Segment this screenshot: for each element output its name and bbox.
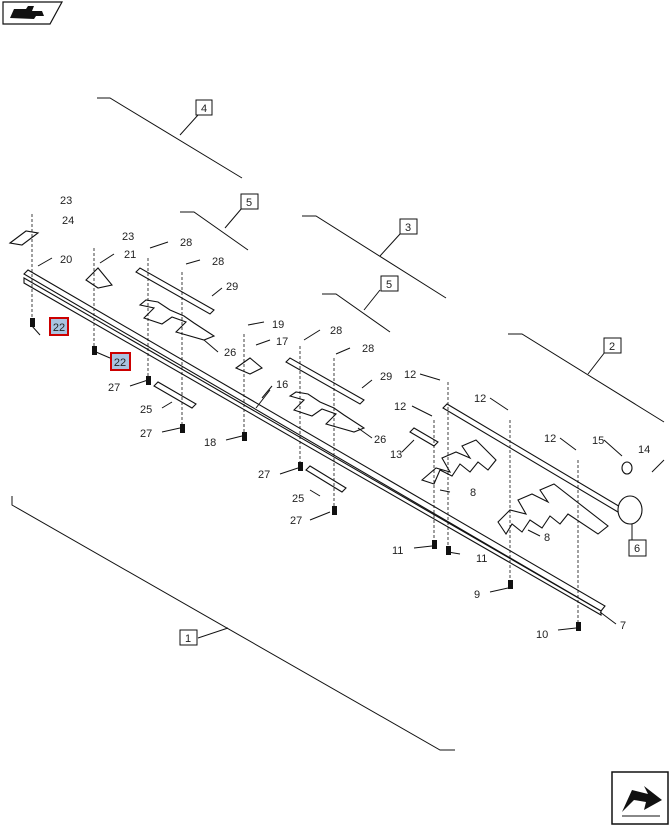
callout-10[interactable]: 10 (536, 629, 548, 641)
group-bracket-3: 3 (302, 215, 447, 299)
callout-4[interactable]: 4 (201, 103, 207, 115)
callout-27-c[interactable]: 27 (258, 469, 270, 481)
callout-27-a[interactable]: 27 (108, 382, 120, 394)
callout-27-b[interactable]: 27 (140, 428, 152, 440)
group-bracket-5-right: 5 (322, 275, 399, 333)
wear-plate-29-right (285, 357, 365, 405)
clip-25-left (153, 381, 197, 409)
section-21 (85, 267, 113, 289)
callout-22-highlight-right[interactable]: 22 (110, 352, 131, 371)
knife-back-bar (23, 269, 606, 616)
group-bracket-4: 4 (97, 97, 243, 179)
bolt-heads (30, 318, 581, 631)
next-page-arrow-icon[interactable] (611, 771, 669, 825)
callout-15[interactable]: 15 (592, 435, 604, 447)
callout-23-right[interactable]: 23 (122, 231, 134, 243)
callout-26-right[interactable]: 26 (374, 434, 386, 446)
callout-17[interactable]: 17 (276, 336, 288, 348)
group-bracket-5-left: 5 (180, 193, 259, 251)
callout-28-a[interactable]: 28 (180, 237, 192, 249)
callout-20[interactable]: 20 (60, 254, 72, 266)
callout-1[interactable]: 1 (185, 633, 191, 645)
callout-29-right[interactable]: 29 (380, 371, 392, 383)
section-17 (234, 357, 263, 375)
callout-5-left[interactable]: 5 (246, 197, 252, 209)
callout-6[interactable]: 6 (634, 543, 640, 555)
sickle-section-icon[interactable] (2, 1, 64, 25)
callout-9[interactable]: 9 (474, 589, 480, 601)
callout-21[interactable]: 21 (124, 249, 136, 261)
callout-23-left[interactable]: 23 (60, 195, 72, 207)
callout-19[interactable]: 19 (272, 319, 284, 331)
callout-22-highlight-left[interactable]: 22 (49, 317, 69, 336)
callout-12-b[interactable]: 12 (394, 401, 406, 413)
callout-29-left[interactable]: 29 (226, 281, 238, 293)
callout-28-d[interactable]: 28 (362, 343, 374, 355)
clip-25-right (305, 465, 347, 493)
group-bracket-2: 2 (508, 333, 665, 423)
group-bracket-1: 1 (11, 496, 455, 751)
callout-12-a[interactable]: 12 (404, 369, 416, 381)
callout-24[interactable]: 24 (62, 215, 74, 227)
plate-13 (409, 427, 439, 447)
callout-8-upper[interactable]: 8 (470, 487, 476, 499)
callout-12-d[interactable]: 12 (544, 433, 556, 445)
callout-14[interactable]: 14 (638, 444, 650, 456)
callout-16[interactable]: 16 (276, 379, 288, 391)
callout-28-c[interactable]: 28 (330, 325, 342, 337)
callout-11-left[interactable]: 11 (392, 545, 403, 557)
callout-5-right[interactable]: 5 (386, 279, 392, 291)
callout-3[interactable]: 3 (405, 222, 411, 234)
callout-25-right[interactable]: 25 (292, 493, 304, 505)
callout-11-right[interactable]: 11 (476, 553, 487, 565)
callout-2[interactable]: 2 (609, 341, 615, 353)
callout-22-right[interactable]: 22 (114, 357, 126, 369)
knife-head-6 (617, 461, 643, 541)
callout-12-c[interactable]: 12 (474, 393, 486, 405)
callout-13[interactable]: 13 (390, 449, 402, 461)
callout-8-lower[interactable]: 8 (544, 532, 550, 544)
fastener-lines (31, 214, 579, 624)
bolt-14 (651, 459, 665, 473)
callout-28-b[interactable]: 28 (212, 256, 224, 268)
callout-22-left[interactable]: 22 (53, 322, 65, 334)
plate-24 (8, 230, 40, 246)
wear-plate-29-left (135, 267, 215, 315)
leader-lines (31, 241, 623, 631)
knife-sections-8-upper (420, 439, 497, 485)
callout-7[interactable]: 7 (620, 620, 626, 632)
callout-25-left[interactable]: 25 (140, 404, 152, 416)
knife-sections-8-lower (497, 483, 609, 536)
callout-27-d[interactable]: 27 (290, 515, 302, 527)
callout-18[interactable]: 18 (204, 437, 216, 449)
callout-26-left[interactable]: 26 (224, 347, 236, 359)
